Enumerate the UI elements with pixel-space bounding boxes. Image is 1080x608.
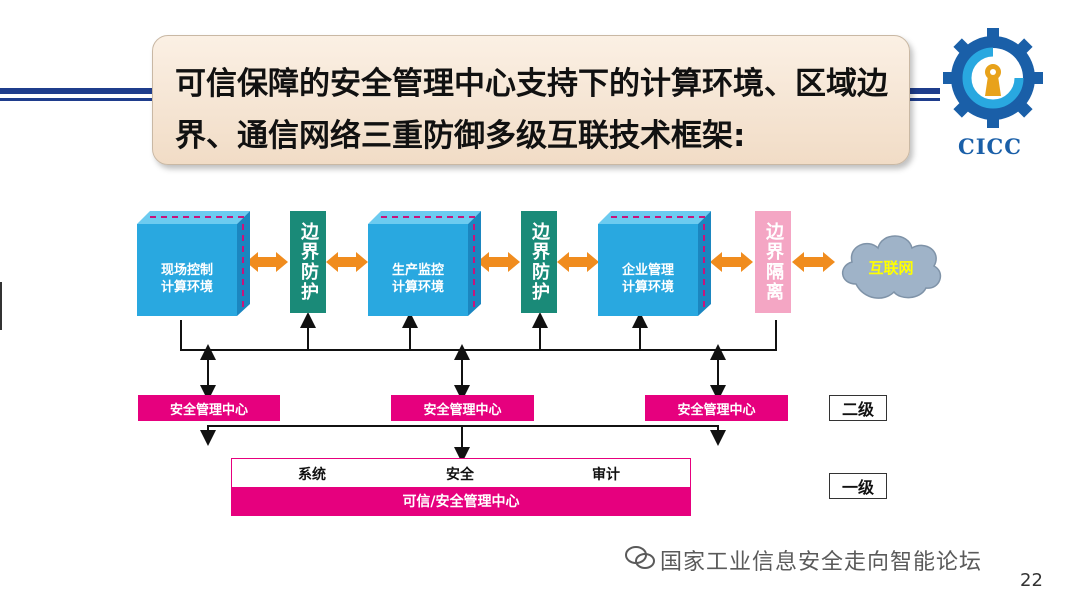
environment-label-line2: 计算环境 xyxy=(160,280,213,295)
environment-label-line1: 现场控制 xyxy=(160,263,213,278)
environment-cube-field-control: 现场控制 计算环境 xyxy=(137,224,237,316)
internet-label: 互联网 xyxy=(868,259,914,277)
wechat-icon xyxy=(625,546,655,569)
page-number: 22 xyxy=(1020,570,1043,591)
environment-label-line1: 企业管理 xyxy=(621,263,674,278)
header-stripe-left-2 xyxy=(0,98,152,101)
security-mgmt-center-1: 安全管理中心 xyxy=(138,395,280,421)
trusted-center-items: 系统 安全 审计 xyxy=(232,461,690,487)
footer-watermark: 国家工业信息安全走向智能论坛 xyxy=(660,550,983,575)
boundary-protection-box-1: 边界防护 xyxy=(290,211,326,313)
level-1-label: 一级 xyxy=(829,473,887,499)
header-stripe-right xyxy=(910,88,940,94)
double-arrow-icon xyxy=(710,252,753,272)
trusted-item-security: 安全 xyxy=(446,467,474,483)
environment-label-line1: 生产监控 xyxy=(391,263,444,278)
security-mgmt-center-2: 安全管理中心 xyxy=(391,395,534,421)
double-arrow-icon xyxy=(326,252,368,272)
double-arrow-icon xyxy=(477,252,520,272)
security-mgmt-center-3: 安全管理中心 xyxy=(645,395,788,421)
boundary-label: 边界防护 xyxy=(298,222,319,302)
trusted-item-audit: 审计 xyxy=(592,467,620,483)
internet-cloud-icon xyxy=(842,235,942,299)
header-stripe-left xyxy=(0,88,152,94)
boundary-isolation-box: 边界隔离 xyxy=(755,211,791,313)
title-line-1: 可信保障的安全管理中心支持下的计算环境、区域边 xyxy=(175,66,888,102)
boundary-label: 边界隔离 xyxy=(763,222,784,302)
level-2-label: 二级 xyxy=(829,395,887,421)
left-edge-mark xyxy=(0,282,2,330)
trusted-mgmt-center-box: 系统 安全 审计 可信/安全管理中心 xyxy=(231,458,691,516)
environment-cube-enterprise-management: 企业管理 计算环境 xyxy=(598,224,698,316)
double-arrow-icon xyxy=(792,252,835,272)
trusted-center-label: 可信/安全管理中心 xyxy=(232,487,690,515)
environment-label-line2: 计算环境 xyxy=(391,280,444,295)
environment-cube-production-monitoring: 生产监控 计算环境 xyxy=(368,224,468,316)
boundary-label: 边界防护 xyxy=(529,222,550,302)
cicc-gear-logo-icon xyxy=(943,28,1043,128)
environment-label-line2: 计算环境 xyxy=(621,280,674,295)
title-box: 可信保障的安全管理中心支持下的计算环境、区域边 界、通信网络三重防御多级互联技术… xyxy=(152,35,910,165)
double-arrow-icon xyxy=(557,252,599,272)
double-arrow-icon xyxy=(246,252,288,272)
logo-text: CICC xyxy=(958,134,1022,159)
boundary-protection-box-2: 边界防护 xyxy=(521,211,557,313)
header-stripe-right-2 xyxy=(910,98,940,101)
trusted-item-system: 系统 xyxy=(298,467,326,483)
title-line-2: 界、通信网络三重防御多级互联技术框架: xyxy=(175,118,746,154)
